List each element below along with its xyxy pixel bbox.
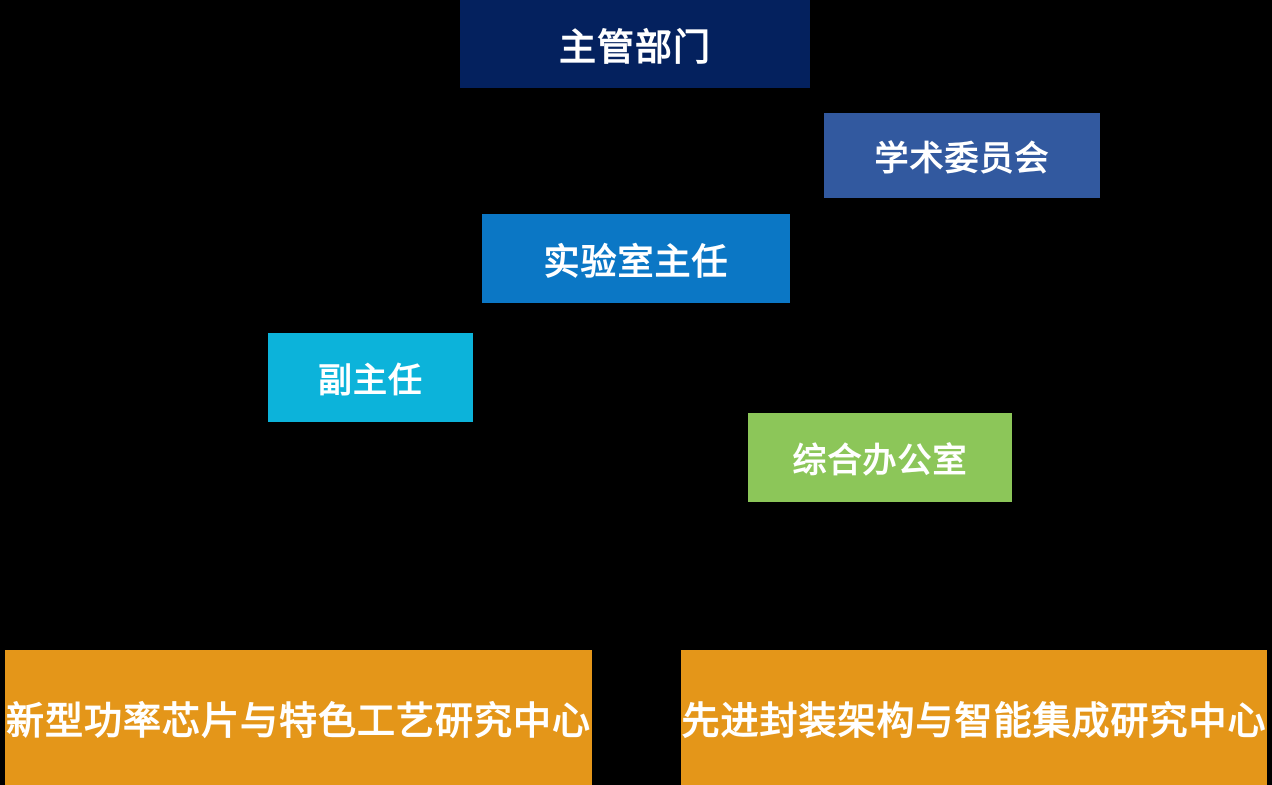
org-node-center-advanced-packaging: 先进封装架构与智能集成研究中心 (681, 650, 1267, 785)
org-node-deputy-director: 副主任 (268, 333, 473, 422)
org-node-supervisor-dept: 主管部门 (460, 0, 810, 88)
org-node-lab-director: 实验室主任 (482, 214, 790, 303)
org-node-center-power-chip: 新型功率芯片与特色工艺研究中心 (5, 650, 592, 785)
org-node-academic-committee: 学术委员会 (824, 113, 1100, 198)
org-node-general-office: 综合办公室 (748, 413, 1012, 502)
